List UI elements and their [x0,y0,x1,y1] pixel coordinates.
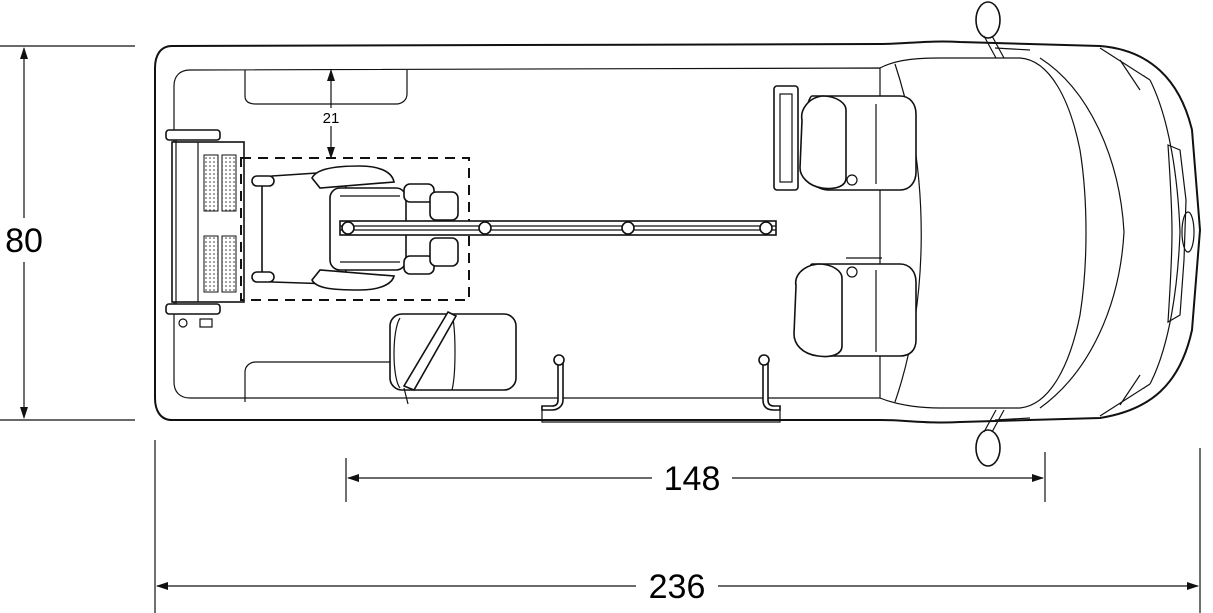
wheel-well-bottom [244,361,396,402]
dimension-label-floor-length: 148 [664,460,721,498]
front-seat-top [773,85,917,191]
side-door-step [541,354,781,423]
floor-track [339,220,777,236]
wheelchair [251,165,459,291]
dimension-label-clearance: 21 [323,110,340,127]
dimension-label-overall-length: 236 [649,568,706,606]
mirror-top [975,1,1031,59]
dimension-label-width: 80 [5,222,43,260]
dimension-wall-clearance: 21 [323,69,340,159]
dimension-floor-length: 148 [345,452,1046,502]
dimension-width: 80 [0,45,135,421]
dimension-overall-length: 236 [154,440,1201,613]
front-seat-bottom [793,257,917,358]
passenger-seat [389,310,517,405]
wheel-well-top [244,70,408,105]
mirror-bottom [975,409,1031,467]
van-body [154,40,1202,424]
rear-wheelchair-lift [165,129,245,328]
